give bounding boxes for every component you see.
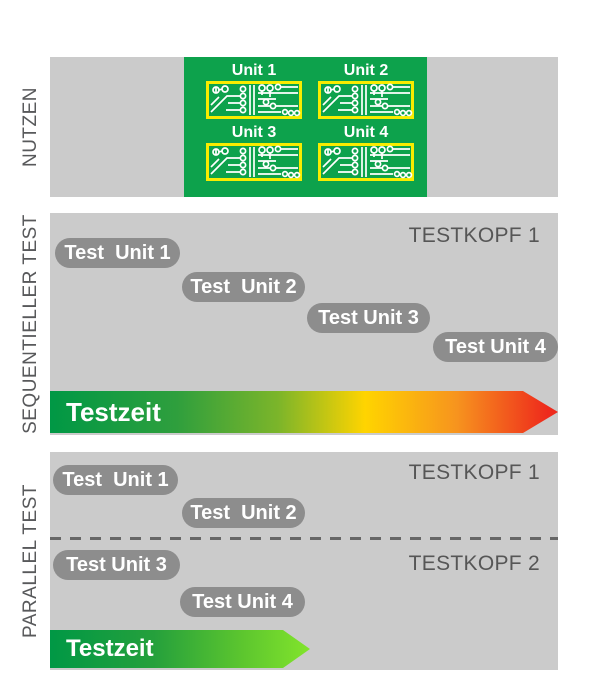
pcb-circuit-icon	[206, 143, 302, 181]
parallel-test-unit-1-pill: Test Unit 1	[53, 465, 178, 495]
sequential-testzeit-arrow: Testzeit	[50, 391, 558, 433]
panel-unit-2: Unit 2	[318, 60, 414, 119]
nutzen-band: Unit 1 Unit 2 Unit 3 Unit 4	[50, 57, 558, 197]
sequential-testkopf-label: TESTKOPF 1	[408, 224, 540, 247]
nutzen-section-label: NUTZEN	[20, 86, 41, 168]
panel-unit-4: Unit 4	[318, 122, 414, 181]
pcb-panel: Unit 1 Unit 2 Unit 3 Unit 4	[184, 57, 427, 197]
pcb-circuit-icon	[318, 143, 414, 181]
testkopf-divider-dashed-line	[50, 537, 558, 540]
unit-1-label: Unit 1	[231, 62, 277, 79]
sequential-test-band: TESTKOPF 1 Test Unit 1 Test Unit 2 Test …	[50, 213, 558, 435]
parallel-section-label: PARALLEL TEST	[20, 484, 41, 638]
sequential-test-unit-4-pill: Test Unit 4	[433, 332, 558, 362]
parallel-testkopf-1-label: TESTKOPF 1	[408, 461, 540, 484]
unit-4-label: Unit 4	[343, 124, 389, 141]
pcb-circuit-icon	[318, 81, 414, 119]
pcb-circuit-icon	[206, 81, 302, 119]
parallel-test-band: TESTKOPF 1 Test Unit 1 Test Unit 2 TESTK…	[50, 452, 558, 670]
sequential-section-label: SEQUENTIELLER TEST	[20, 214, 41, 434]
parallel-test-unit-2-pill: Test Unit 2	[182, 498, 305, 528]
parallel-testkopf-2-label: TESTKOPF 2	[408, 552, 540, 575]
unit-3-label: Unit 3	[231, 124, 277, 141]
sequential-test-unit-1-pill: Test Unit 1	[55, 238, 180, 268]
parallel-test-unit-3-pill: Test Unit 3	[53, 550, 180, 580]
panel-unit-1: Unit 1	[206, 60, 302, 119]
sequential-test-unit-3-pill: Test Unit 3	[307, 303, 430, 333]
sequential-test-unit-2-pill: Test Unit 2	[182, 272, 305, 302]
panel-unit-3: Unit 3	[206, 122, 302, 181]
parallel-test-unit-4-pill: Test Unit 4	[180, 587, 305, 617]
unit-2-label: Unit 2	[343, 62, 389, 79]
parallel-testzeit-arrow: Testzeit	[50, 630, 310, 668]
